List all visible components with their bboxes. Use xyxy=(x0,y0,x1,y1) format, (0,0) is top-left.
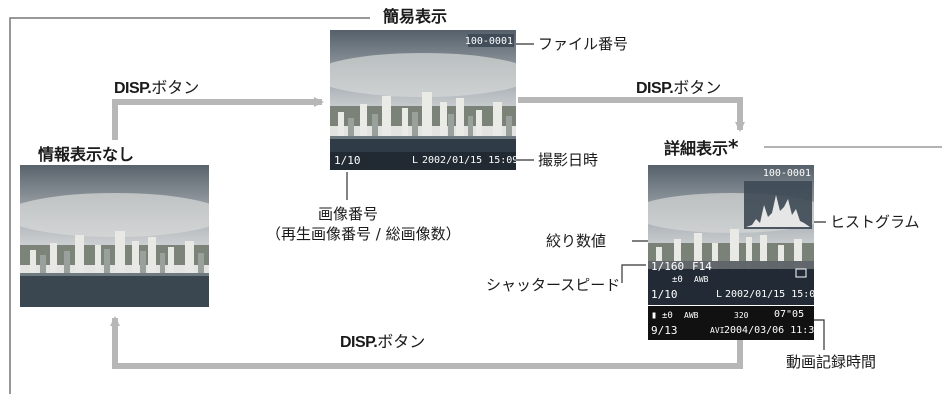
screen-movie-info: ▮ ±0 AWB 320 07"05 9/13 AVI 2004/03/06 1… xyxy=(648,306,814,340)
detail-aperture: F14 xyxy=(692,260,712,273)
arrow-detail-to-none xyxy=(110,316,743,369)
detail-display-label: 詳細表示* xyxy=(664,135,739,159)
detail-exposure: ±0 xyxy=(672,275,683,285)
outer-loop-line xyxy=(9,17,370,394)
image-number-detail-label: （再生画像番号 / 総画像数） xyxy=(266,225,461,243)
screen-detailed: 100-0001 1/160 F14 ±0 AWB 1/10 L 2002/01… xyxy=(648,165,814,305)
detail-white-balance: AWB xyxy=(694,275,709,284)
simple-display-label: 簡易表示 xyxy=(383,7,448,26)
disp-button-label-3: DISP.ボタン xyxy=(340,332,426,351)
screen-no-info xyxy=(20,165,209,307)
detail-quality: L xyxy=(716,289,723,300)
movie-datetime: 2004/03/06 11:30 xyxy=(724,325,814,336)
movie-frame-count: 9/13 xyxy=(651,324,678,337)
simple-datetime: 2002/01/15 15:09 xyxy=(422,155,516,166)
arrow-none-to-simple xyxy=(112,97,324,140)
file-number-label: ファイル番号 xyxy=(538,35,629,53)
shutter-speed-label: シャッタースピード xyxy=(486,276,621,294)
callout-shutter xyxy=(621,264,646,283)
movie-duration: 07"05 xyxy=(774,309,805,320)
detail-file-number: 100-0001 xyxy=(762,168,811,179)
aperture-value-label: 絞り数値 xyxy=(546,232,607,250)
histogram-label: ヒストグラム xyxy=(830,213,920,231)
simple-quality: L xyxy=(412,155,419,166)
skyline-photo-2 xyxy=(330,30,516,170)
callout-movie-time xyxy=(812,319,825,350)
no-info-display-label: 情報表示なし xyxy=(38,145,135,164)
skyline-photo-1 xyxy=(20,165,209,307)
simple-frame-count: 1/10 xyxy=(334,154,361,167)
shooting-datetime-label: 撮影日時 xyxy=(538,151,599,169)
disp-button-label-1: DISP.ボタン xyxy=(114,78,200,97)
screen-simple: 100-0001 1/10 L 2002/01/15 15:09 xyxy=(330,30,516,170)
skyline-photo-3 xyxy=(648,165,814,305)
movie-record-time-label: 動画記録時間 xyxy=(786,353,877,371)
movie-mode: AVI xyxy=(710,326,725,335)
image-number-label: 画像番号 xyxy=(318,205,379,223)
movie-exposure: ±0 xyxy=(662,311,673,321)
movie-icon: ▮ xyxy=(651,310,658,321)
movie-white-balance: AWB xyxy=(684,311,699,320)
detail-frame-count: 1/10 xyxy=(651,288,678,301)
arrow-simple-to-detail xyxy=(518,97,745,132)
histogram-curve xyxy=(746,195,810,227)
detail-shutter-speed: 1/160 xyxy=(651,260,685,273)
movie-size: 320 xyxy=(734,311,749,320)
detail-datetime: 2002/01/15 15:09 xyxy=(725,289,814,300)
disp-button-label-2: DISP.ボタン xyxy=(636,78,722,97)
simple-file-number: 100-0001 xyxy=(464,36,513,47)
